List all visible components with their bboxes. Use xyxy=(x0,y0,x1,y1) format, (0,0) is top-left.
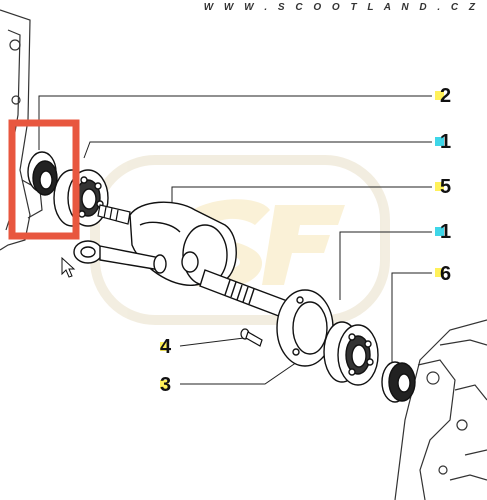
callout-label: 1 xyxy=(440,221,452,243)
engine-case-left xyxy=(0,9,43,251)
part-1-left-bearing xyxy=(53,169,109,227)
callout-marker xyxy=(435,227,444,236)
part-1-right-bearing xyxy=(323,321,379,386)
leader-lines xyxy=(38,95,432,385)
callout-label: 5 xyxy=(440,176,452,198)
callout-marker xyxy=(435,91,444,100)
callout-label: 1 xyxy=(440,131,452,153)
selection-highlight-box xyxy=(8,119,80,240)
callout-label: 6 xyxy=(440,263,452,285)
callout-marker xyxy=(160,342,169,351)
callout-label: 3 xyxy=(160,374,172,396)
callout-label: 4 xyxy=(160,336,172,358)
part-6-oil-seal xyxy=(381,361,416,403)
crankshaft-left-shaft xyxy=(97,204,131,225)
part-2-oil-seal xyxy=(27,151,58,196)
part-4-screw xyxy=(240,328,263,347)
mouse-cursor-icon xyxy=(61,256,76,278)
engine-case-right xyxy=(394,319,487,500)
callout-marker xyxy=(160,380,169,389)
callout-label: 2 xyxy=(440,85,452,107)
connecting-rod xyxy=(73,240,167,274)
callout-marker xyxy=(435,268,444,277)
part-3-bearing-plate xyxy=(276,289,334,367)
callout-marker xyxy=(435,182,444,191)
callout-marker xyxy=(435,137,444,146)
watermark: W W W . S C O O T L A N D . C Z xyxy=(203,2,479,13)
